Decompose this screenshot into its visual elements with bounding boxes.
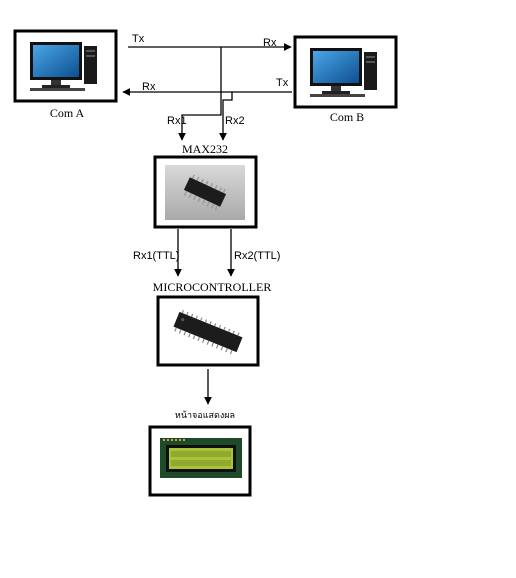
lcd-module-icon bbox=[160, 438, 242, 478]
ic-chip-icon bbox=[173, 309, 243, 355]
com-b-node: Com B bbox=[293, 35, 398, 124]
ic-chip-icon bbox=[165, 165, 245, 220]
rx2-tap-line bbox=[219, 92, 233, 141]
rx-a-label: Rx bbox=[142, 81, 156, 93]
microcontroller-node: MICROCONTROLLER bbox=[153, 280, 272, 367]
display-label: หน้าจอแสดงผล bbox=[175, 410, 235, 421]
rx2-label: Rx2 bbox=[225, 115, 245, 127]
desktop-computer-icon bbox=[310, 48, 377, 97]
max232-label: MAX232 bbox=[182, 142, 228, 156]
rx1-ttl-label: Rx1(TTL) bbox=[133, 250, 179, 262]
rx2-ttl-label: Rx2(TTL) bbox=[234, 250, 280, 262]
com-b-label: Com B bbox=[330, 110, 364, 124]
com-a-label: Com A bbox=[50, 106, 85, 120]
max232-node: MAX232 bbox=[153, 142, 258, 229]
desktop-computer-icon bbox=[30, 42, 97, 91]
display-node: หน้าจอแสดงผล bbox=[148, 410, 252, 497]
rx1-label: Rx1 bbox=[167, 115, 187, 127]
tx-b-label: Tx bbox=[276, 77, 289, 89]
rx-b-label: Rx bbox=[263, 37, 277, 49]
microcontroller-label: MICROCONTROLLER bbox=[153, 280, 272, 294]
rx1-tap-line bbox=[178, 47, 222, 141]
tx-a-label: Tx bbox=[132, 33, 145, 45]
com-a-node: Com A bbox=[13, 29, 118, 120]
